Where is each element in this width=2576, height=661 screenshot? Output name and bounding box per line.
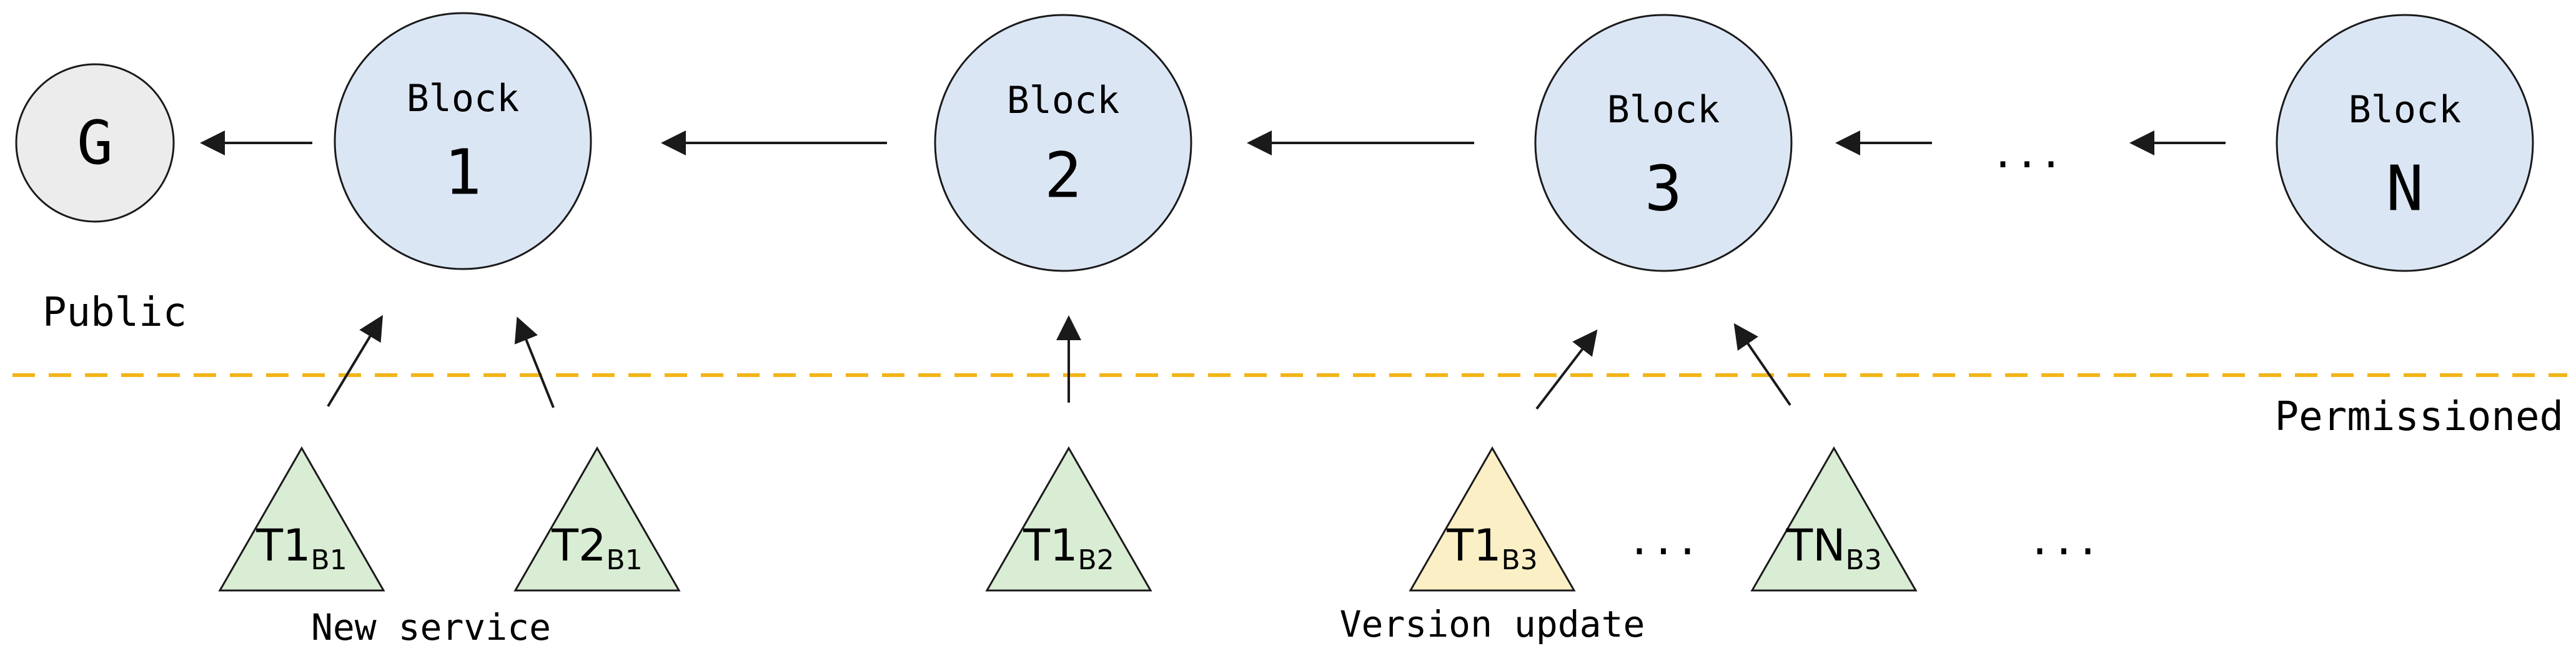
tx-arrow-t1b1 <box>327 315 384 408</box>
svg-text:T2B1: T2B1 <box>551 520 642 576</box>
public-label: Public <box>42 290 187 336</box>
block-1-number: 1 <box>444 136 482 209</box>
block-1: Block 1 <box>334 12 592 270</box>
tx-arrow-t1b3 <box>1535 329 1598 410</box>
tx-subscript: B3 <box>1502 544 1538 576</box>
tx-label: T1 <box>1446 520 1501 571</box>
tx-label: TN <box>1785 520 1845 571</box>
block-2-word: Block <box>1007 79 1120 122</box>
svg-text:T1B3: T1B3 <box>1446 520 1537 576</box>
tx-subscript: B2 <box>1078 544 1114 576</box>
tx-arrow-t2b1 <box>514 316 555 408</box>
tx-t2-b1: T2B1 <box>513 446 681 592</box>
tx-arrow-tnb3 <box>1733 323 1791 406</box>
block-2-number: 2 <box>1044 139 1082 212</box>
svg-text:T1B1: T1B1 <box>255 520 347 576</box>
caption-version-update: Version update <box>1340 603 1645 645</box>
block-3-number: 3 <box>1645 152 1682 225</box>
tx-ellipsis: ... <box>1627 518 1700 564</box>
block-1-word: Block <box>407 77 520 120</box>
genesis-block: G <box>15 63 175 223</box>
svg-text:T1B2: T1B2 <box>1023 520 1114 576</box>
permissioned-label: Permissioned <box>2275 394 2564 440</box>
tx-label: T1 <box>255 520 310 571</box>
chain-ellipsis: ... <box>1991 131 2063 177</box>
tx-ellipsis: ... <box>2028 518 2100 564</box>
tx-subscript: B1 <box>607 544 643 576</box>
svg-text:TNB3: TNB3 <box>1785 520 1881 576</box>
tx-label: T1 <box>1023 520 1077 571</box>
tx-subscript: B3 <box>1845 544 1881 576</box>
tx-t1-b2: T1B2 <box>985 446 1152 592</box>
block-3: Block 3 <box>1534 14 1793 272</box>
block-n-word: Block <box>2349 88 2462 132</box>
tx-subscript: B1 <box>311 544 347 576</box>
tx-t1-b3: T1B3 <box>1409 446 1576 592</box>
block-n: Block N <box>2276 14 2534 272</box>
caption-new-service: New service <box>311 606 551 649</box>
genesis-label: G <box>77 108 113 178</box>
block-2: Block 2 <box>934 14 1192 272</box>
block-3-word: Block <box>1607 88 1720 132</box>
tx-t1-b1: T1B1 <box>218 446 385 592</box>
block-n-number: N <box>2386 152 2424 225</box>
tx-tn-b3: TNB3 <box>1750 446 1918 592</box>
tx-label: T2 <box>551 520 606 571</box>
